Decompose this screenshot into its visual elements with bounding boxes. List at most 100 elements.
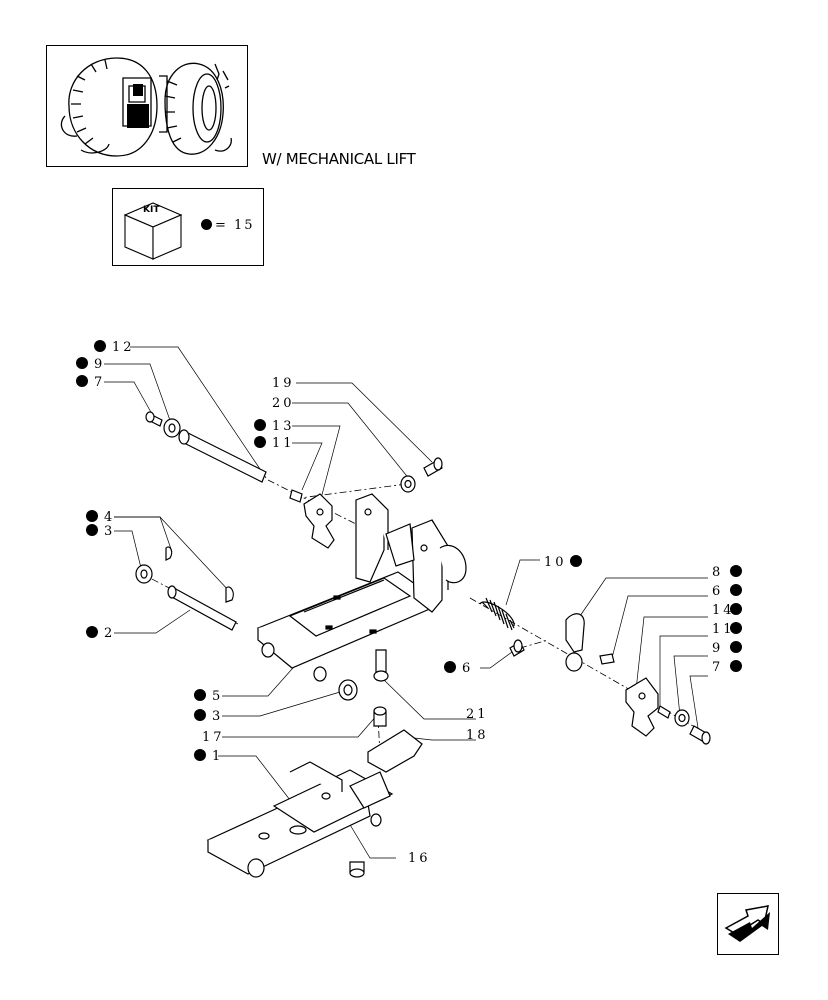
callout-c1: 1 [194, 749, 223, 764]
kit-dot-icon [730, 622, 742, 634]
part-5-main-frame [256, 493, 467, 682]
kit-dot-icon [94, 340, 106, 352]
callout-c6b: 6 [712, 584, 742, 599]
callout-c5: 5 [194, 689, 223, 704]
callout-c3b: 3 [194, 709, 223, 724]
callout-number: 19 [272, 376, 295, 391]
callout-c2: 2 [86, 626, 115, 641]
callout-number: 11 [712, 622, 735, 637]
callout-c20: 20 [272, 396, 295, 411]
callout-number: 7 [94, 375, 105, 390]
callout-c4: 4 [86, 510, 115, 525]
kit-cube-icon [123, 202, 183, 260]
part-12-long-pin [178, 429, 267, 483]
callout-number: 17 [202, 730, 225, 745]
callout-number: 5 [212, 689, 223, 704]
callout-c7a: 7 [76, 375, 105, 390]
callout-number: 9 [94, 357, 105, 372]
kit-dot-icon [730, 641, 742, 653]
kit-dot-icon [194, 689, 206, 701]
callout-c19: 19 [272, 376, 295, 391]
kit-legend-text: = 15 [201, 218, 255, 233]
callout-c10: 10 [544, 555, 582, 570]
kit-dot-icon [86, 626, 98, 638]
callout-number: 8 [712, 565, 723, 580]
callout-c9b: 9 [712, 641, 742, 656]
kit-dot-icon [444, 661, 456, 673]
part-6-bolt-middle [509, 639, 525, 657]
kit-dot-icon [86, 524, 98, 536]
kit-dot-icon [570, 555, 582, 567]
callout-number: 20 [272, 396, 295, 411]
lift-caption: W/ MECHANICAL LIFT [262, 150, 416, 168]
callout-number: 2 [104, 626, 115, 641]
callout-number: 18 [466, 728, 489, 743]
part-10-spring [479, 597, 515, 631]
callout-number: 3 [212, 709, 223, 724]
callout-number: 4 [104, 510, 115, 525]
part-17-bolt [373, 706, 387, 727]
callout-c12: 12 [94, 340, 135, 355]
part-1-drawbar-plate [206, 761, 394, 878]
callout-number: 10 [544, 555, 567, 570]
next-page-button[interactable] [717, 893, 779, 955]
part-4-cotter-pin-b [225, 586, 234, 603]
callout-c13: 13 [254, 419, 295, 434]
part-11-roller-right [657, 705, 671, 719]
part-7-bolt-left [145, 411, 163, 427]
kit-dot-icon [201, 219, 212, 230]
callout-c14: 14 [712, 603, 742, 618]
callout-c9a: 9 [76, 357, 105, 372]
callout-number: 11 [272, 436, 295, 451]
kit-dot-icon [254, 419, 266, 431]
kit-label: KIT [143, 205, 160, 215]
kit-dot-icon [254, 436, 266, 448]
leader-lines [104, 346, 708, 859]
part-14-latch-right [625, 677, 659, 737]
tractor-wheel-illustration [60, 57, 232, 157]
callout-c8: 8 [712, 565, 742, 580]
part-13-latch-left [303, 493, 335, 549]
callout-number: 14 [712, 603, 735, 618]
part-19-bolt [423, 457, 443, 477]
parts [135, 411, 711, 878]
callout-number: 1 [212, 749, 223, 764]
kit-legend-value: = 15 [215, 218, 255, 233]
location-thumbnail [46, 45, 248, 167]
assembly-axis-lines [149, 479, 701, 757]
part-21-bolt [373, 649, 389, 682]
callout-c18: 18 [466, 728, 489, 743]
part-16-plug [349, 861, 365, 878]
kit-dot-icon [76, 357, 88, 369]
callout-number: 21 [466, 707, 489, 722]
callout-number: 3 [104, 524, 115, 539]
kit-dot-icon [730, 565, 742, 577]
kit-dot-icon [194, 749, 206, 761]
callout-c16: 16 [408, 851, 428, 866]
callout-number: 13 [272, 419, 295, 434]
kit-dot-icon [730, 660, 742, 672]
part-6-bolt-right [599, 653, 615, 665]
kit-dot-icon [730, 584, 742, 596]
kit-legend-box: KIT = 15 [112, 188, 264, 266]
part-8-bracket [565, 613, 585, 653]
part-4-cotter-pin-a [165, 546, 173, 561]
kit-dot-icon [730, 603, 742, 615]
part-7-bolt-right [689, 725, 711, 745]
callout-number: 9 [712, 641, 723, 656]
kit-dot-icon [76, 375, 88, 387]
callout-number: 6 [712, 584, 723, 599]
callout-c21: 21 [466, 707, 489, 722]
callout-number: 6 [462, 661, 473, 676]
callout-c17: 17 [202, 730, 225, 745]
part-8-bushing [565, 652, 583, 672]
part-11-roller-left [289, 489, 303, 503]
callout-c11a: 11 [254, 436, 295, 451]
callout-number: 7 [712, 660, 723, 675]
callout-number: 12 [112, 340, 135, 355]
arrow-icon [724, 905, 770, 942]
part-2-pin [167, 585, 237, 631]
